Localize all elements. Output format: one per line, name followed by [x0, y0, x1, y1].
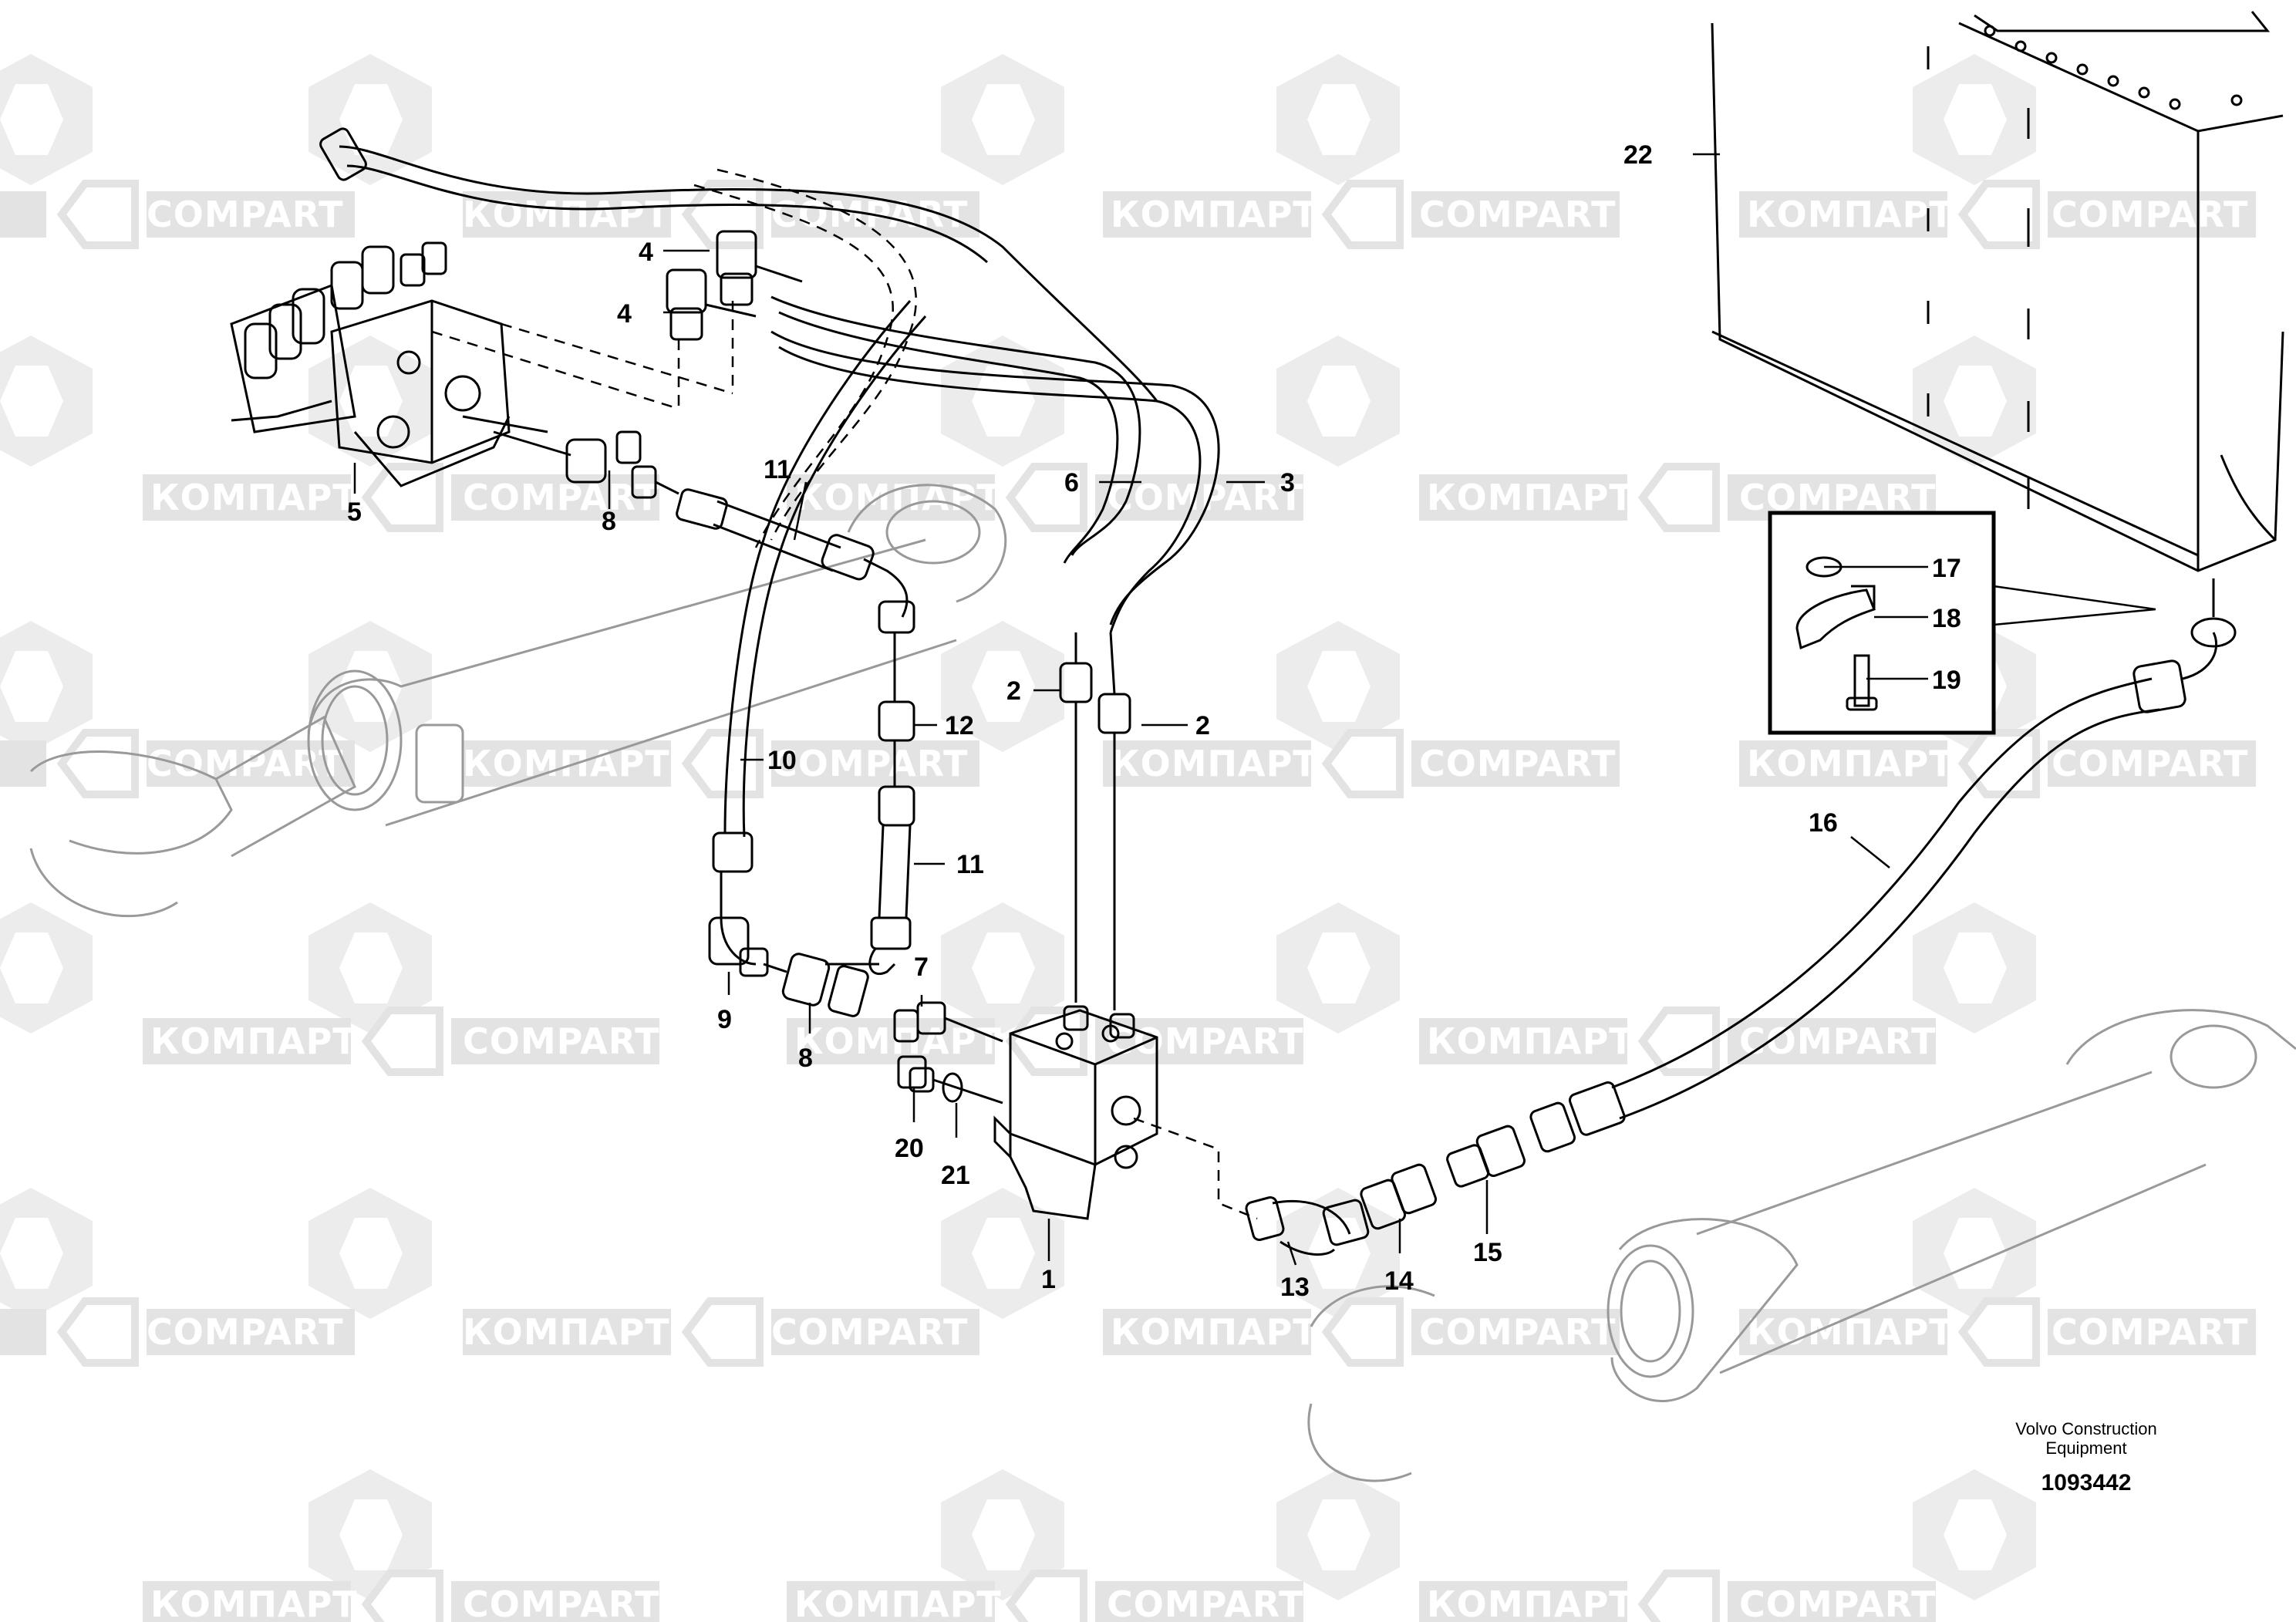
callout-1: 1 [1041, 1265, 1056, 1294]
watermark-text: КОМПАРТ [1427, 477, 1634, 518]
watermark-text: COMPART [771, 1311, 968, 1353]
tee-8-lower [763, 953, 879, 1017]
screw-19 [1853, 654, 1870, 707]
watermark-text: КОМПАРТ [463, 194, 670, 235]
callout-8: 8 [798, 1044, 813, 1073]
watermark-text: COMPART [2052, 743, 2248, 784]
tee-4-lower [666, 268, 757, 341]
tee-4-upper [716, 230, 803, 306]
elbow-9 [708, 872, 769, 977]
watermark-text: COMPART [1107, 1583, 1303, 1622]
dashed-connection-13 [1133, 1117, 1258, 1220]
ghost-cylinder-left [29, 484, 1007, 918]
callout-14: 14 [1384, 1266, 1414, 1296]
watermark-text: КОМПАРТ [1111, 194, 1318, 235]
hose-11-lower [868, 785, 915, 976]
valve-block [230, 241, 548, 487]
watermark-text: COMPART [2052, 194, 2248, 235]
watermark-text: COMPART [463, 1583, 659, 1622]
watermark-text: COMPART [1739, 1020, 1936, 1062]
fitting-8-upper [493, 430, 679, 499]
document-number: 1093442 [2041, 1470, 2132, 1496]
watermark-text: КОМПАРТ [1427, 1020, 1634, 1062]
watermark-text: COMPART [463, 477, 659, 518]
watermark-text: КОМПАРТ [794, 1583, 1002, 1622]
elbow-13 [1245, 1195, 1370, 1256]
callout-4: 4 [639, 238, 653, 267]
watermark-text: КОМПАРТ [1747, 743, 1954, 784]
hose-10 [712, 300, 927, 873]
tank-assembly [1711, 11, 2284, 572]
watermark-layer: COMPART КОМПАРТ COMPART КОМПАРТ COMPART … [0, 54, 2267, 1622]
callout-2: 2 [1006, 676, 1021, 706]
adapter-15 [1446, 1125, 1526, 1188]
fitting-2-left [1059, 632, 1093, 1003]
callout-15: 15 [1473, 1238, 1502, 1267]
leader-lines [353, 153, 1928, 1266]
watermark-text: КОМПАРТ [1111, 743, 1318, 784]
dashed-connection [431, 301, 734, 410]
watermark-text: COMPART [147, 194, 343, 235]
plug-20 [897, 1055, 1003, 1104]
callout-labels: 22 4 4 5 8 11 6 3 2 2 12 10 11 9 8 7 20 … [347, 140, 1961, 1302]
adapter-14 [1360, 1163, 1437, 1230]
watermark-text: КОМПАРТ [150, 477, 358, 518]
callout-7: 7 [914, 953, 929, 982]
callout-13: 13 [1280, 1273, 1310, 1302]
callout-16: 16 [1809, 808, 1838, 838]
watermark-text: КОМПАРТ [150, 1020, 358, 1062]
callout-21: 21 [941, 1161, 970, 1190]
fitting-12 [878, 632, 915, 787]
watermark-text: COMPART [2052, 1311, 2248, 1353]
watermark-text: COMPART [771, 743, 968, 784]
callout-22: 22 [1623, 140, 1653, 170]
watermark-text: КОМПАРТ [2059, 477, 2267, 518]
hose-11-upper [676, 488, 915, 634]
watermark-text: КОМПАРТ [2059, 1020, 2267, 1062]
oring-21 [942, 1072, 963, 1103]
detail-inset [1768, 511, 2156, 735]
callout-3: 3 [1280, 468, 1295, 497]
dashed-hose [693, 168, 917, 548]
watermark-text: COMPART [1419, 194, 1616, 235]
callout-18: 18 [1932, 604, 1961, 633]
callout-19: 19 [1932, 666, 1961, 695]
fitting-7 [893, 1001, 1003, 1043]
watermark-text: COMPART [1107, 1020, 1303, 1062]
watermark-text: КОМПАРТ [150, 1583, 358, 1622]
callout-11: 11 [956, 850, 984, 879]
hose-16 [1529, 578, 2237, 1153]
hose-top-loop [319, 127, 1158, 402]
watermark-text: КОМПАРТ [463, 1311, 670, 1353]
hose-3 [770, 330, 1220, 633]
callout-6: 6 [1064, 468, 1079, 497]
watermark-text: COMPART [1739, 1583, 1936, 1622]
watermark-text: КОМПАРТ [1111, 1311, 1318, 1353]
ghost-cylinder-right [1307, 1009, 2296, 1482]
callout-20: 20 [895, 1134, 924, 1163]
brand-line-2: Equipment [2045, 1438, 2126, 1458]
callout-10: 10 [767, 746, 797, 775]
valve-1 [993, 1005, 1158, 1220]
watermark-text: КОМПАРТ [1427, 1583, 1634, 1622]
callout-8: 8 [602, 507, 616, 536]
callout-5: 5 [347, 497, 362, 527]
watermark-text: COMPART [1419, 743, 1616, 784]
watermark-text: COMPART [463, 1020, 659, 1062]
callout-4: 4 [617, 299, 632, 329]
callout-17: 17 [1932, 554, 1961, 583]
brand-line-1: Volvo Construction [2015, 1419, 2156, 1438]
callout-2: 2 [1195, 711, 1210, 740]
watermark-text: COMPART [1419, 1311, 1616, 1353]
callout-9: 9 [717, 1005, 732, 1034]
callout-11: 11 [764, 455, 791, 484]
footer: Volvo Construction Equipment 1093442 [2015, 1419, 2156, 1496]
fitting-2-right [1097, 632, 1131, 1010]
watermark-text: КОМПАРТ [463, 743, 670, 784]
watermark-text: КОМПАРТ [1747, 194, 1954, 235]
callout-12: 12 [945, 711, 974, 740]
watermark-text: COMPART [147, 1311, 343, 1353]
